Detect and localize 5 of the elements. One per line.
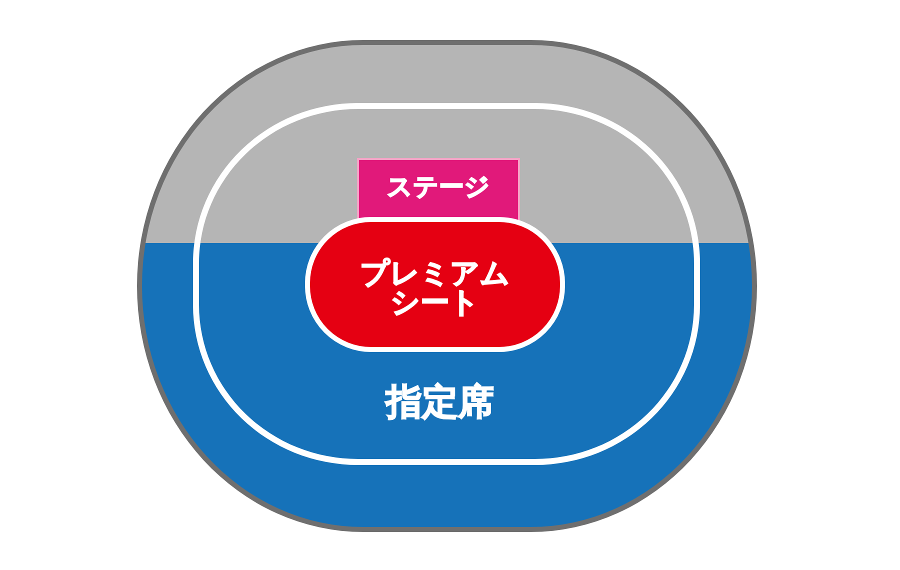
stage-box <box>357 158 520 223</box>
premium-seat-label: プレミアムシート <box>358 258 511 316</box>
seat-area-label: 指定席 <box>386 385 494 421</box>
stage-label: ステージ <box>387 174 490 199</box>
floor-outline <box>193 103 700 465</box>
